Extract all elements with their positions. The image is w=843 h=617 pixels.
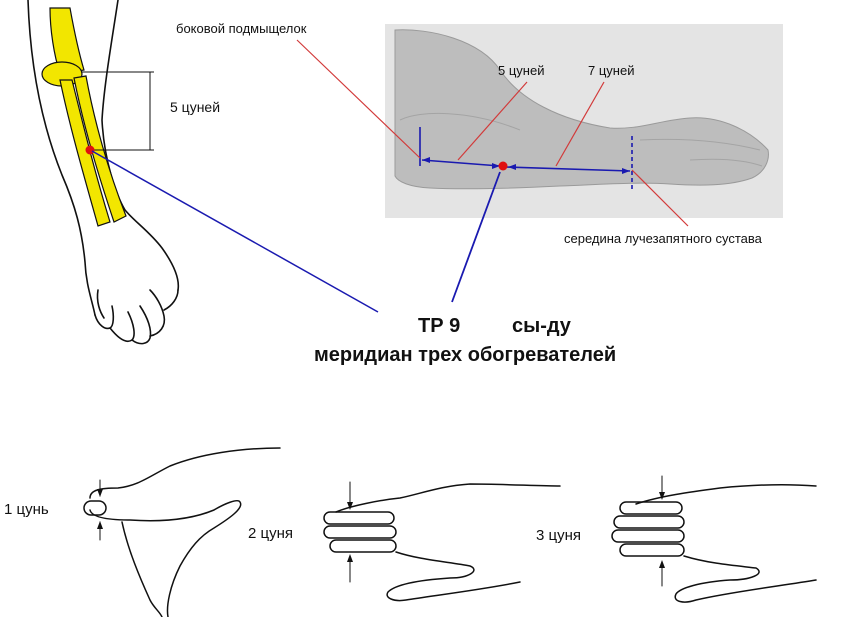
photo-7-cun-label: 7 цуней	[588, 63, 634, 78]
radius-bone	[73, 75, 127, 223]
arm-photo	[385, 24, 783, 218]
acupoint-marker-photo	[498, 161, 508, 171]
forearm-bones	[41, 7, 127, 227]
acupoint-marker-left	[85, 145, 95, 155]
hand-2-cun	[323, 481, 561, 602]
hand-3-cun	[611, 475, 817, 603]
hand-1-cun	[83, 447, 281, 617]
wrist-middle-label: середина лучезапятного сустава	[564, 231, 763, 246]
photo-measure-lines	[419, 127, 633, 190]
measure-1-label: 1 цунь	[4, 501, 49, 518]
pointer-line-left	[91, 150, 379, 313]
red-leader-lines	[296, 39, 689, 227]
point-code: ТР 9	[418, 315, 460, 337]
measure-2-label: 2 цуня	[248, 525, 293, 542]
lateral-condyle-label: боковой подмыщелок	[176, 21, 307, 36]
left-5-cun-label: 5 цуней	[170, 99, 220, 115]
left-measure-bracket	[82, 71, 154, 151]
photo-5-cun-label: 5 цуней	[498, 63, 544, 78]
point-name: сы-ду	[512, 315, 572, 337]
pointer-line-photo	[451, 171, 501, 303]
arm-illustration	[27, 0, 180, 345]
ulna-bone	[59, 79, 111, 227]
measure-3-label: 3 цуня	[536, 527, 581, 544]
meridian-name: меридиан трех обогревателей	[314, 344, 616, 366]
